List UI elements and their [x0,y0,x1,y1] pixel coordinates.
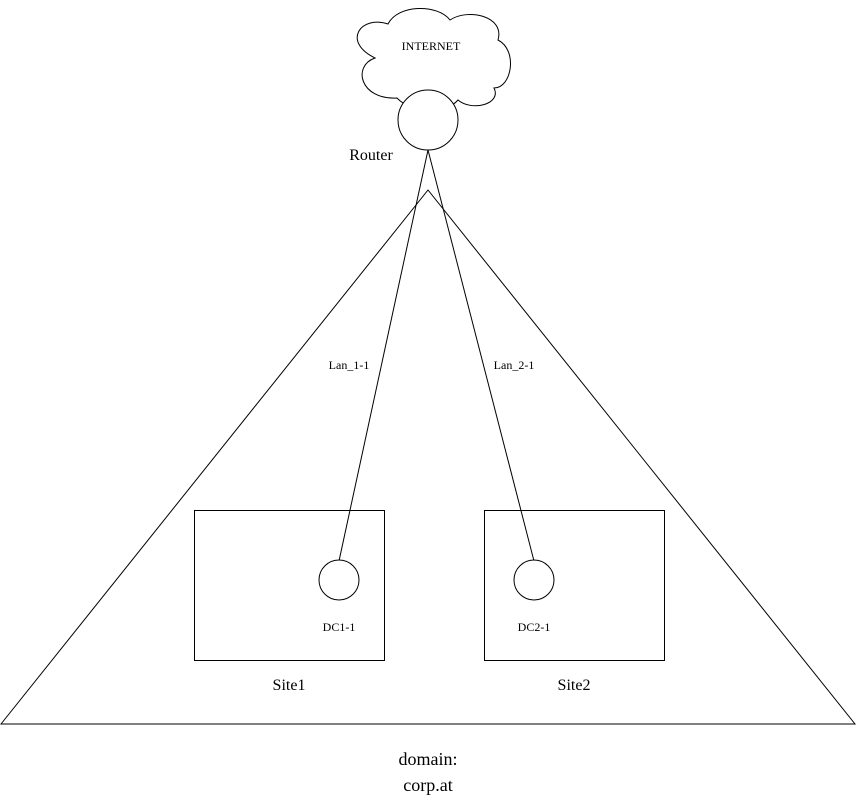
router-label: Router [349,147,393,164]
dc1-1-node [318,559,360,601]
dc2-1-label: DC2-1 [517,620,551,634]
lan-2-1-label: Lan_2-1 [493,358,535,372]
lan-2-1-link [427,149,535,562]
site2-box [484,510,665,661]
internet-label: INTERNET [401,39,461,53]
router-node [397,89,459,151]
lan-1-1-label: Lan_1-1 [328,358,370,372]
dc2-1-node [513,559,555,601]
internet-cloud [356,8,511,111]
domain-triangle [0,189,857,725]
domain-label: domain: corp.at [399,746,458,798]
site1-label: Site1 [272,677,306,694]
site1-box [194,510,385,661]
dc1-1-label: DC1-1 [322,620,356,634]
lan-1-1-link [338,149,429,562]
domain-label-line1: domain: [398,749,458,769]
site2-label: Site2 [557,677,591,694]
domain-label-line2: corp.at [403,775,453,795]
